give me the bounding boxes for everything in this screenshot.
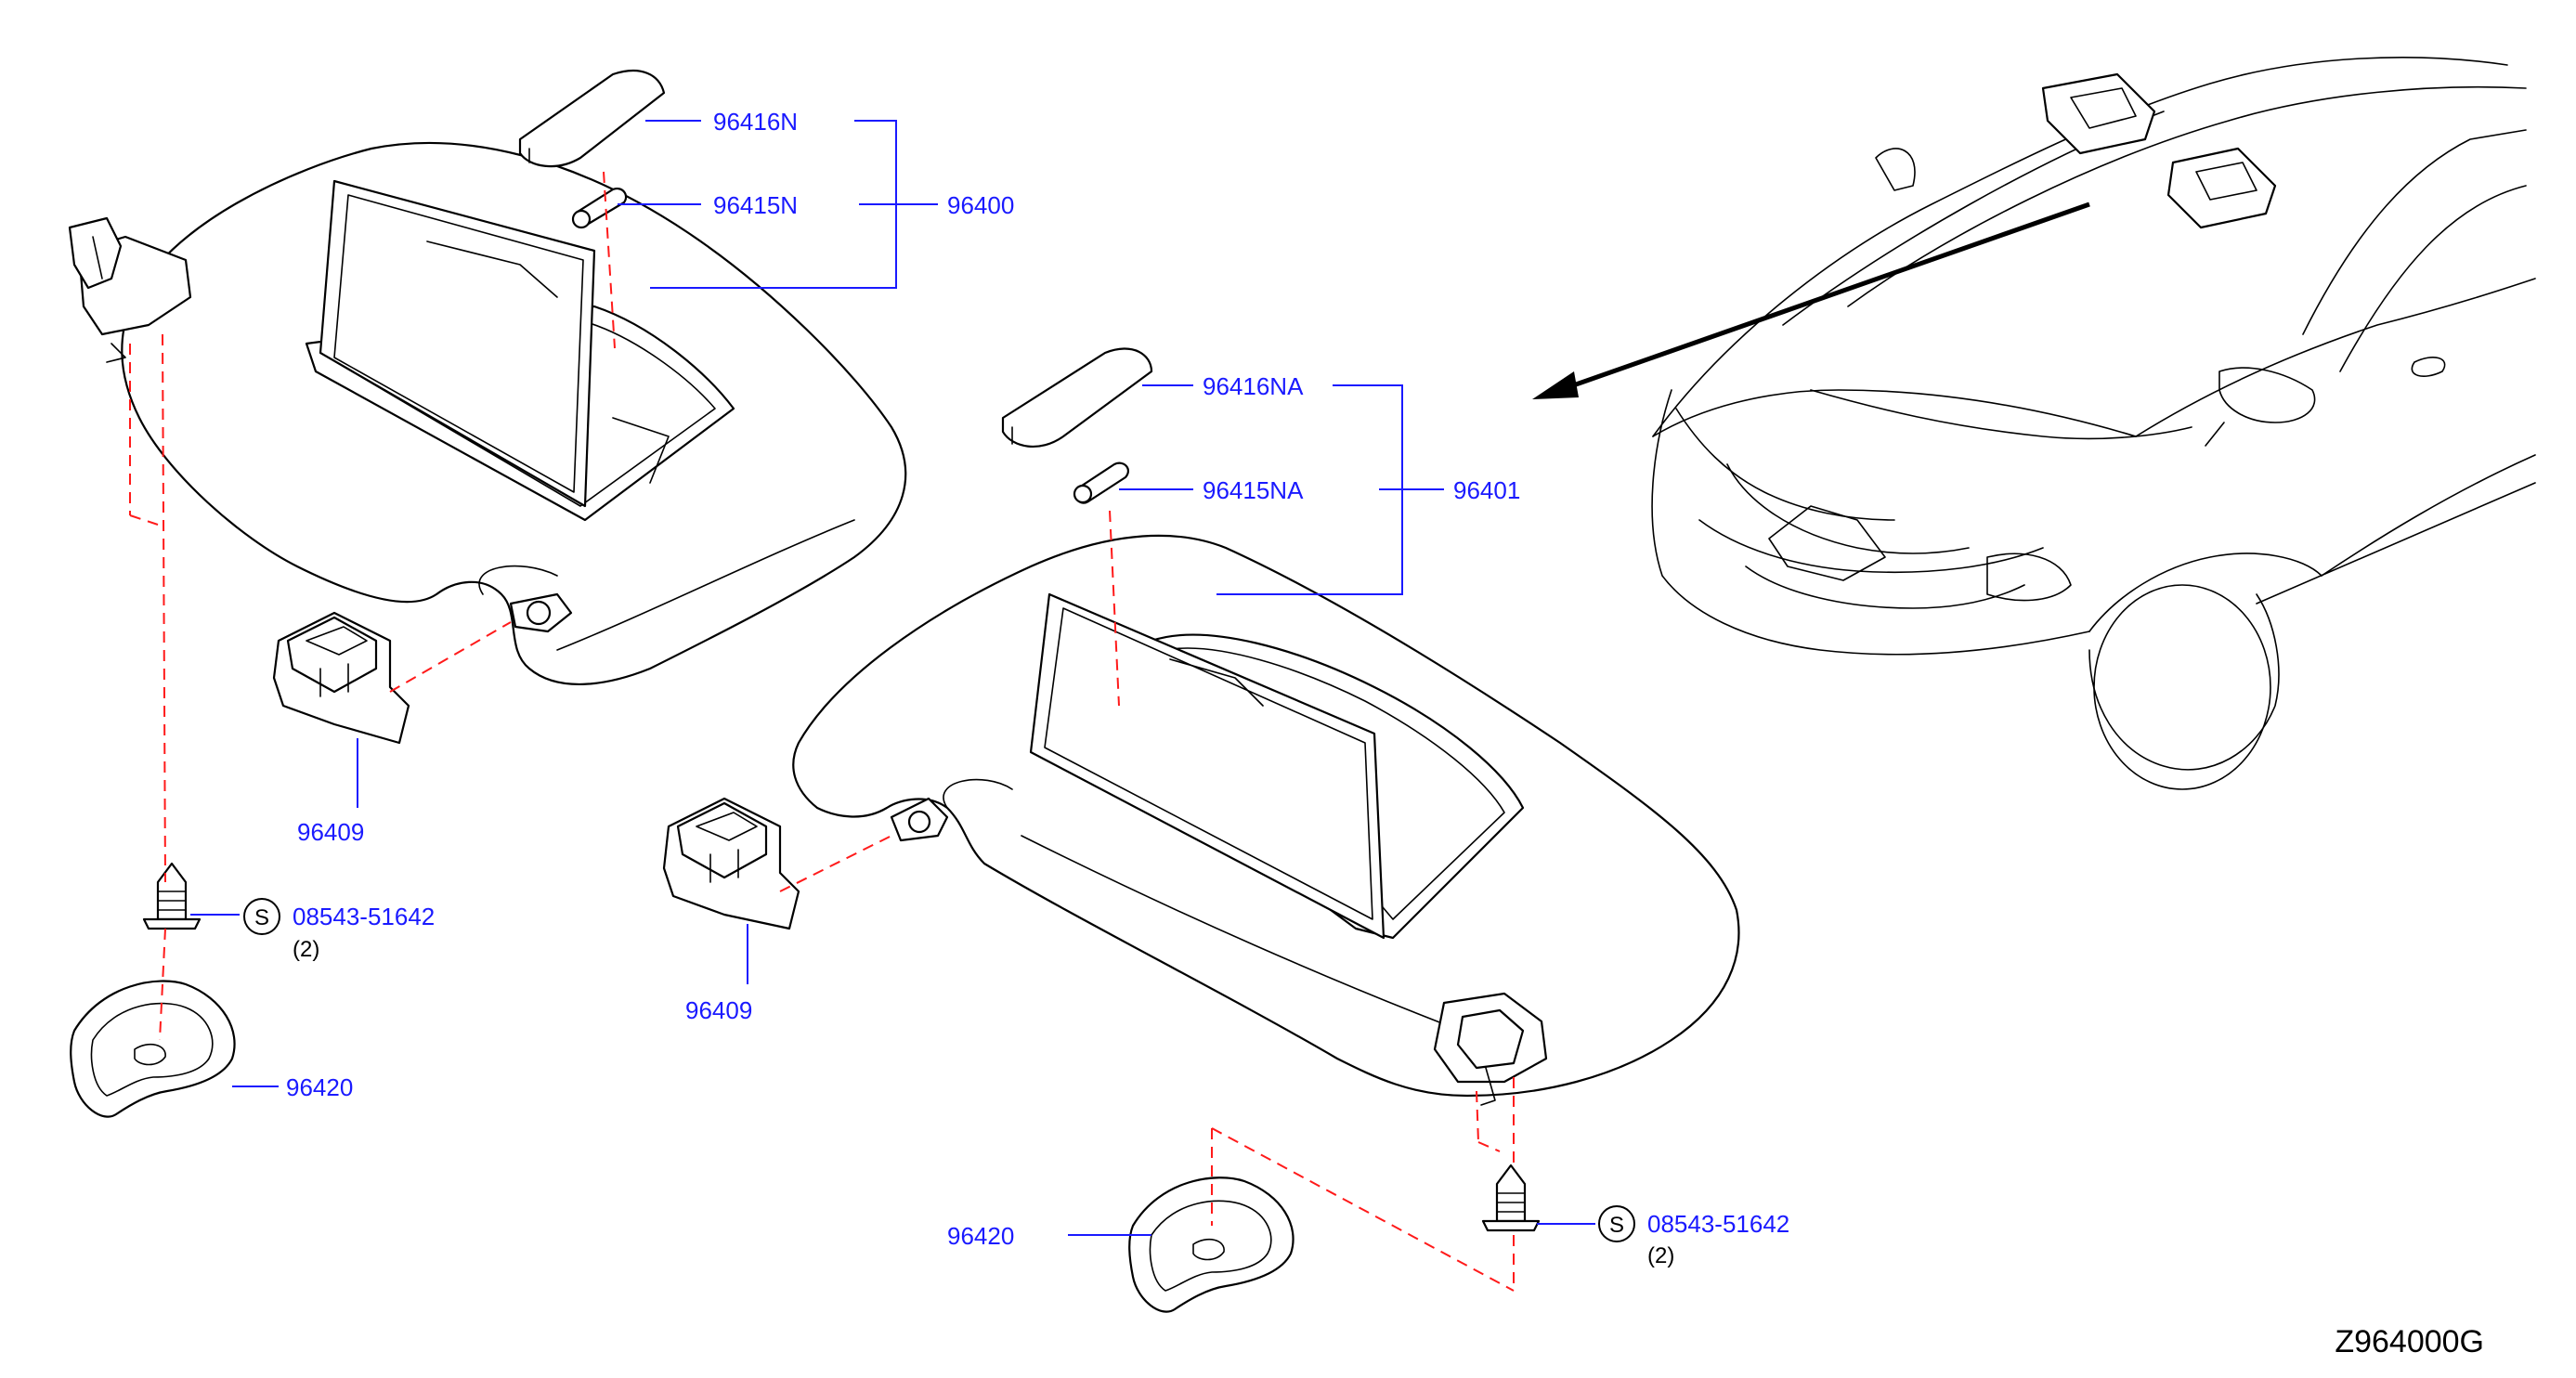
lamp-bulb-left: [1073, 462, 1129, 504]
part-label-96415n: 96415N: [713, 191, 798, 219]
s-symbol-circle-left: [1598, 1205, 1635, 1242]
s-symbol-left: S: [1609, 1213, 1624, 1238]
part-label-96400: 96400: [947, 191, 1014, 219]
cover-left: [1128, 1176, 1295, 1313]
mirror-lid-right: [518, 70, 666, 168]
part-label-96420-left: 96420: [947, 1222, 1014, 1250]
screw-right: [142, 862, 202, 930]
part-label-96415na: 96415NA: [1203, 476, 1304, 504]
cover-right: [70, 980, 236, 1118]
visor-assembly-right: [68, 141, 907, 685]
qty-label-screw-left: (2): [1647, 1243, 1674, 1268]
part-label-96420-right: 96420: [286, 1073, 353, 1101]
holder-left: [662, 797, 800, 930]
part-label-screw-right: 08543-51642: [293, 903, 435, 930]
part-label-96409-right: 96409: [297, 818, 364, 846]
part-label-96401: 96401: [1453, 476, 1520, 504]
leader-lines: [190, 120, 1595, 1236]
part-label-96409-left: 96409: [685, 996, 752, 1024]
car-illustration: [1532, 57, 2536, 790]
hidden-lines: [129, 171, 1515, 1292]
diagram-code: Z964000G: [2335, 1324, 2484, 1359]
mirror-lid-left: [1001, 347, 1153, 448]
part-label-96416n: 96416N: [713, 108, 798, 136]
visor-assembly-left: [792, 534, 1740, 1106]
s-symbol-circle-right: [243, 898, 280, 935]
part-label-96416na: 96416NA: [1203, 372, 1304, 400]
lamp-bulb-right: [571, 188, 628, 229]
part-label-screw-left: 08543-51642: [1647, 1210, 1789, 1238]
s-symbol-right: S: [254, 905, 269, 930]
qty-label-screw-right: (2): [293, 937, 319, 962]
screw-left: [1481, 1164, 1541, 1232]
holder-right: [272, 611, 410, 745]
